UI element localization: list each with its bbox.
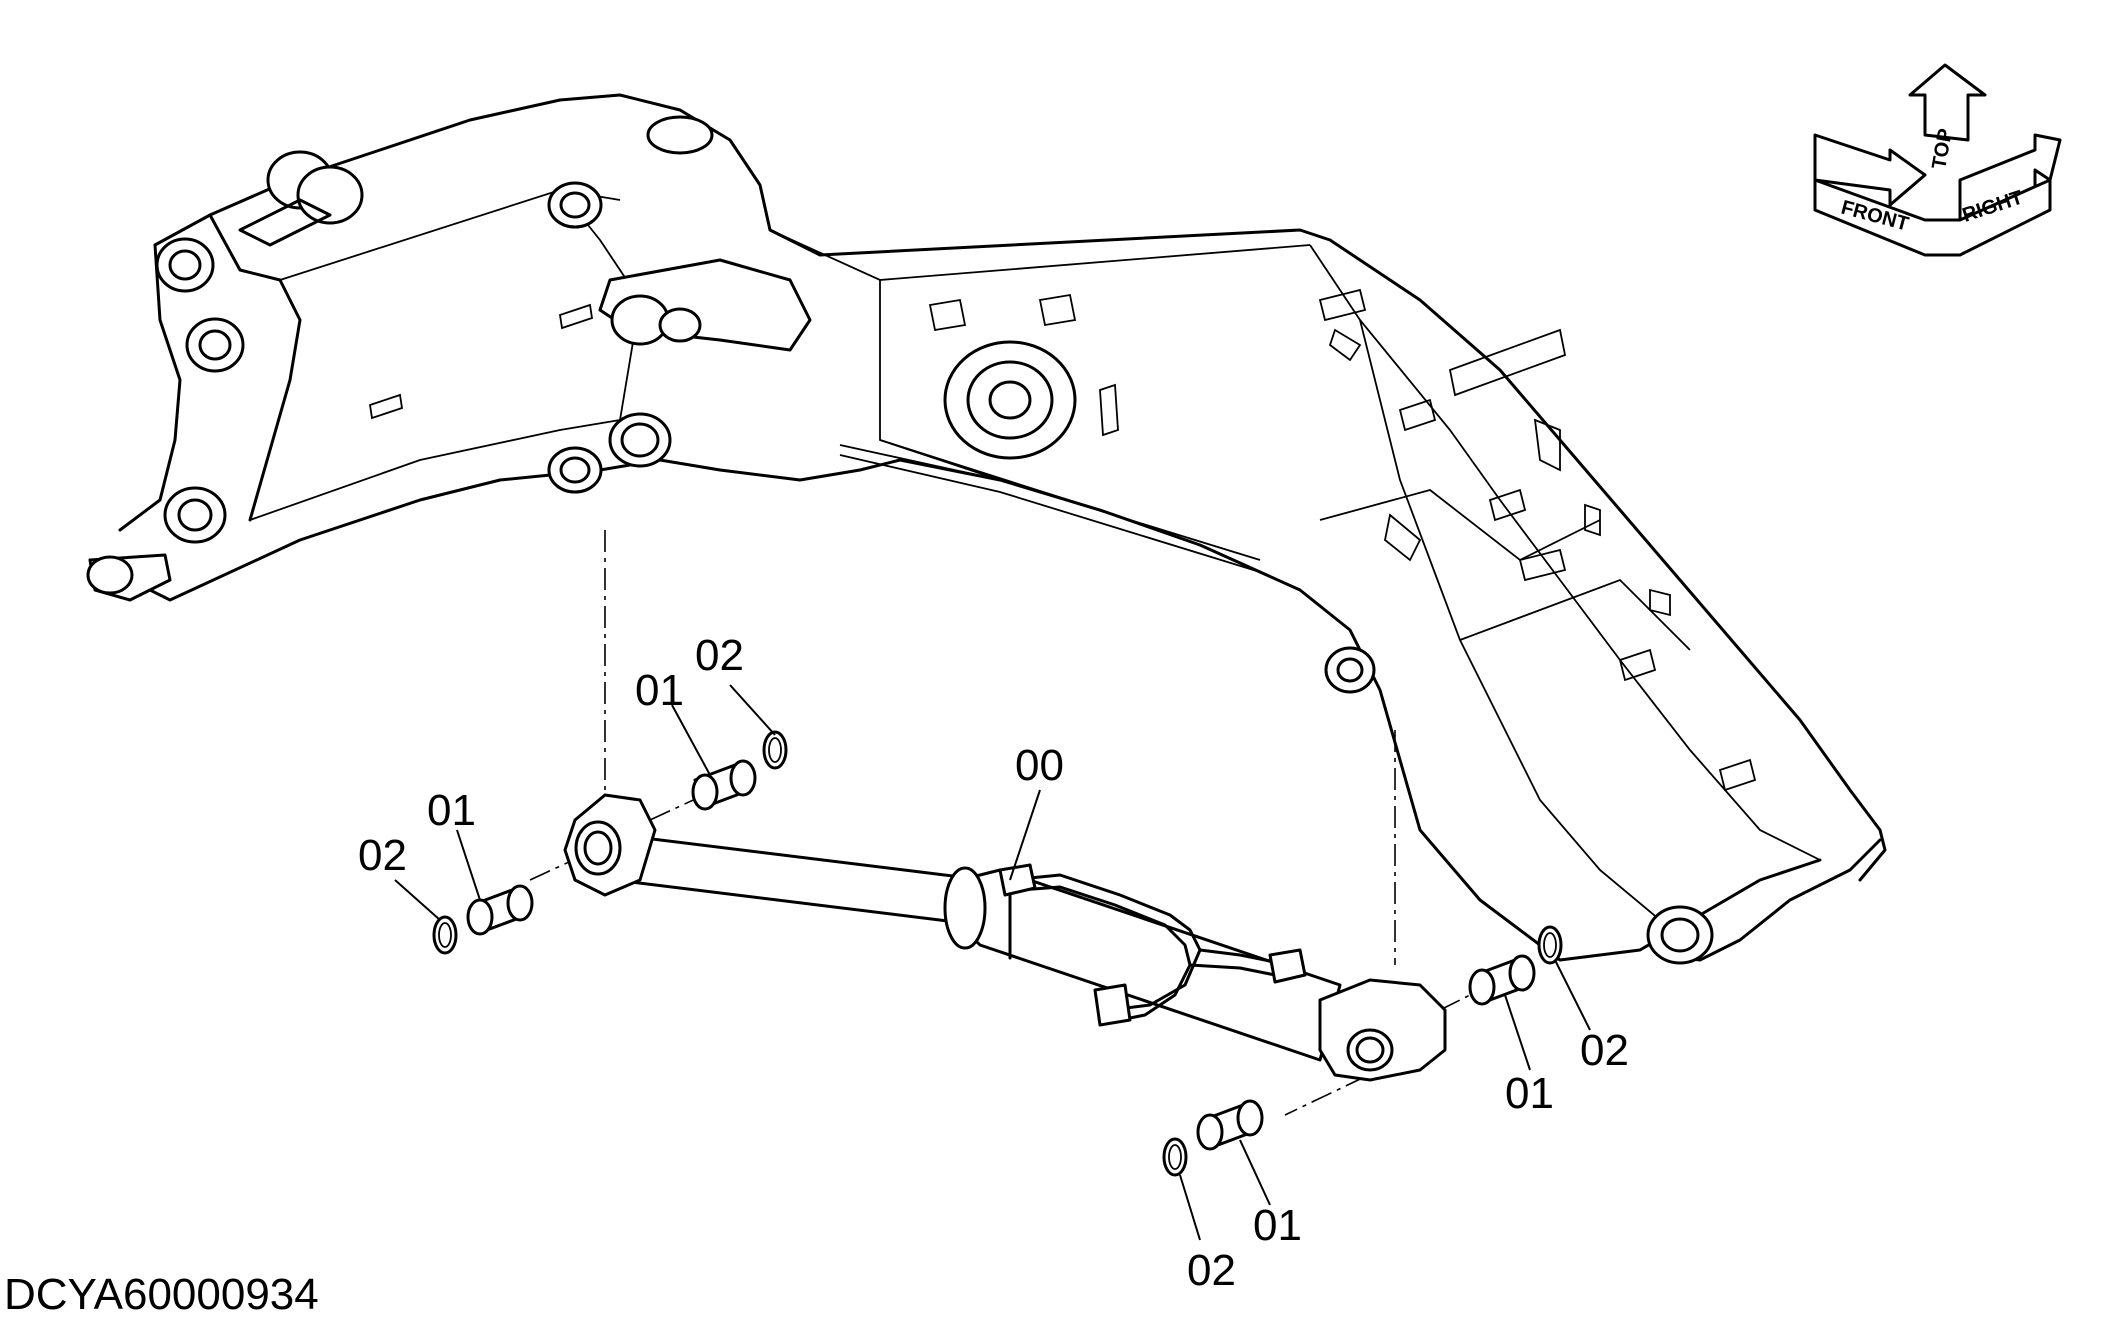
callout-01-c: 01 — [1505, 1069, 1554, 1118]
bushing-lower-left — [466, 884, 534, 936]
bushings-and-seals — [432, 730, 1563, 1177]
seal-ring-upper-left — [762, 730, 788, 770]
bushing-bottom — [1196, 1099, 1264, 1151]
callout-02-d: 02 — [1187, 1246, 1236, 1295]
bushing-right — [1468, 954, 1536, 1006]
leader-lines — [394, 684, 1591, 1241]
drawing-id-label: DCYA60000934 — [4, 1270, 319, 1319]
callout-01-d: 01 — [1253, 1201, 1302, 1250]
callout-00: 00 — [1015, 741, 1064, 790]
orientation-arrows: FRONT RIGHT TOP — [1813, 63, 2062, 257]
callout-02-b: 02 — [358, 831, 407, 880]
callout-02-c: 02 — [1580, 1026, 1629, 1075]
bushing-upper-left — [691, 759, 757, 811]
callout-01-b: 01 — [427, 786, 476, 835]
seal-ring-bottom — [1162, 1137, 1188, 1177]
seal-ring-lower-left — [432, 915, 458, 955]
boom-assembly — [86, 93, 1887, 965]
callout-01-a: 01 — [635, 666, 684, 715]
hydraulic-cylinder — [563, 793, 1447, 1082]
callout-02-a: 02 — [695, 631, 744, 680]
seal-ring-right — [1537, 925, 1563, 965]
callout-labels: 00 01 02 01 02 01 02 01 02 — [358, 631, 1629, 1295]
